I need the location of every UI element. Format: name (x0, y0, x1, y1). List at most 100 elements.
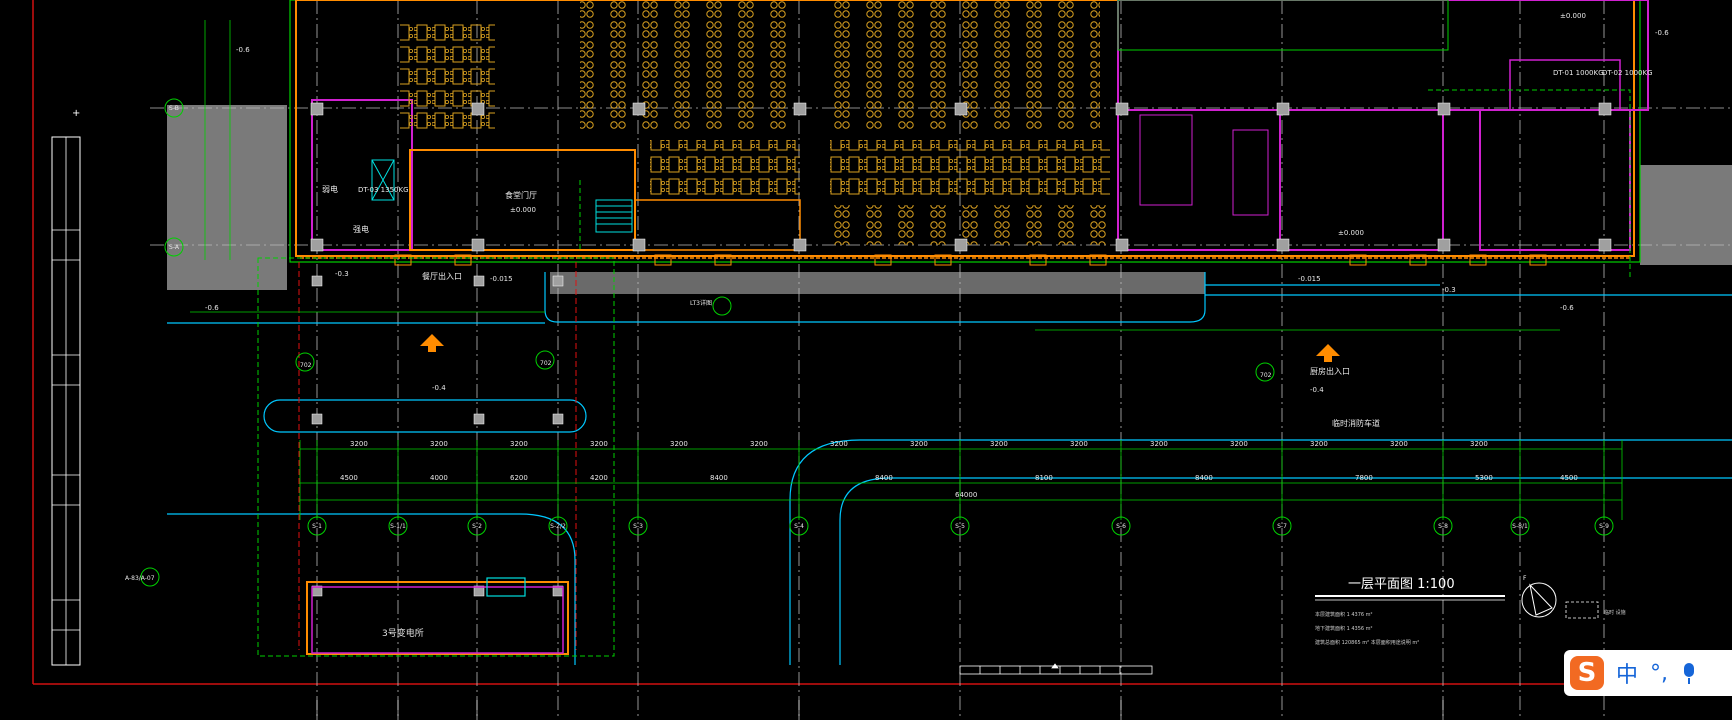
room-label-lobby-entrance: 餐厅出入口 (422, 271, 462, 281)
grid-bubbles (307, 516, 1614, 536)
grid-label: S-5 (955, 523, 965, 530)
grid-label: S-A (169, 244, 180, 251)
dim-text: 3200 (510, 440, 528, 448)
index-callouts: 702 702 702 A-83/A-07 (125, 296, 1275, 587)
grid-label: S-4 (794, 523, 804, 530)
terrain-hatch-right (1640, 165, 1732, 265)
dim-text: 3200 (1150, 440, 1168, 448)
grid-label: S-1/1 (390, 523, 406, 530)
facade-windows (394, 254, 1547, 266)
legend: 临时 设施 (1565, 601, 1626, 619)
dim-text: 3200 (1310, 440, 1328, 448)
sheet-border (32, 0, 1732, 685)
dim-text: 3200 (990, 440, 1008, 448)
index-mark: 702 (1260, 372, 1272, 379)
level-mark: -0.6 (1655, 29, 1669, 37)
area-note: 建筑总面积 120865 m² 本层面积用途说明 m² (1315, 639, 1419, 646)
level-mark: -0.015 (490, 275, 513, 283)
dim-text: 3200 (670, 440, 688, 448)
grid-label: S-1 (312, 523, 322, 530)
terrain-hatch-strip (550, 272, 1205, 294)
red-setback-line (298, 262, 577, 650)
level-mark: ±0.000 (510, 206, 536, 214)
plan-title: 一层平面图 1:100 (1348, 577, 1455, 592)
scale-bar (959, 663, 1153, 675)
site-paving (167, 272, 1732, 665)
total-dim-text: 64000 (955, 491, 977, 499)
dim-text: 7800 (1355, 474, 1373, 482)
room-label-weak-electric: 弱电 (322, 184, 338, 194)
dim-text: 5300 (1475, 474, 1493, 482)
room-label-strong-electric: 强电 (353, 224, 369, 234)
area-note: 本层建筑面积 1 4376 m² (1315, 611, 1373, 618)
index-mark: 702 (540, 360, 552, 367)
ime-toolbar[interactable]: S 中 °, (1564, 650, 1732, 696)
ime-language-toggle[interactable]: 中 (1616, 663, 1639, 688)
stair-detail-mark: LT3详图 (690, 299, 712, 307)
sogou-logo-icon[interactable]: S (1570, 656, 1604, 690)
north-label: F (1523, 575, 1527, 582)
north-arrow-icon: F (1521, 575, 1557, 618)
drawing-title-block: 一层平面图 1:100 本层建筑面积 1 4376 m² 地下建筑面积 1 43… (1315, 577, 1505, 646)
cursor-crosshair-icon: + (72, 108, 80, 119)
entrance-arrow-icon (420, 334, 444, 352)
room-label-kitchen-entrance: 厨房出入口 (1310, 366, 1350, 376)
entrance-arrows (420, 334, 1340, 362)
level-mark: -0.3 (1442, 286, 1456, 294)
grid-label: S-9 (1599, 523, 1609, 530)
dim-text: 3200 (1070, 440, 1088, 448)
dim-text: 8400 (1195, 474, 1213, 482)
stair (371, 159, 633, 233)
level-mark: -0.4 (1310, 386, 1324, 394)
dim-text: 4500 (1560, 474, 1578, 482)
room-label-elevator: DT-03 1350KG (358, 186, 409, 194)
level-mark: -0.6 (205, 304, 219, 312)
level-mark: -0.6 (1560, 304, 1574, 312)
room-label-hall: 食堂门厅 (505, 190, 537, 200)
level-marks: ±0.000 ±0.000 ±0.000 -0.015 -0.015 -0.6 … (205, 12, 1669, 394)
level-mark: ±0.000 (1338, 229, 1364, 237)
index-mark: 702 (300, 362, 312, 369)
property-line (257, 89, 1631, 657)
microphone-icon[interactable] (1682, 663, 1696, 684)
level-mark: ±0.000 (1560, 12, 1586, 20)
dim-text: 3200 (590, 440, 608, 448)
dim-text: 4200 (590, 474, 608, 482)
dim-text: 3200 (750, 440, 768, 448)
entrance-arrow-icon (1316, 344, 1340, 362)
dim-text: 3200 (350, 440, 368, 448)
lower-grid-ticks (316, 700, 1444, 720)
dining-furniture (400, 0, 1110, 245)
level-mark: -0.6 (236, 46, 250, 54)
dim-text: 8100 (1035, 474, 1053, 482)
dim-text: 8400 (875, 474, 893, 482)
grid-bubble-labels: S-1 S-1/1 S-2 S-2/2 S-3 S-4 S-5 S-6 S-7 … (312, 523, 1609, 530)
dimension-lines (190, 20, 1623, 520)
dim-text: 3200 (1230, 440, 1248, 448)
area-note: 地下建筑面积 1 4356 m² (1315, 625, 1373, 632)
grid-label: S-3 (633, 523, 643, 530)
dim-text: 3200 (430, 440, 448, 448)
grid-label: S-7 (1277, 523, 1287, 530)
level-mark: -0.4 (432, 384, 446, 392)
terrain-hatch-left (167, 105, 287, 290)
grid-label: S-8/1 (1512, 523, 1528, 530)
ime-punctuation-toggle[interactable]: °, (1650, 660, 1669, 686)
substation-building: 3号变电所 (306, 577, 569, 655)
dim-text: 4000 (430, 474, 448, 482)
grid-label: S-2 (472, 523, 482, 530)
dim-text: 3200 (910, 440, 928, 448)
substation-label: 3号变电所 (382, 627, 424, 639)
index-mark: A-83/A-07 (125, 575, 155, 582)
dimension-texts: 3200 3200 3200 3200 3200 3200 3200 3200 … (340, 440, 1578, 499)
dim-text: 6200 (510, 474, 528, 482)
grid-label: S-6 (1116, 523, 1126, 530)
room-label-elevator: DT-01 1000KG (1553, 69, 1604, 77)
left-grid-bubbles: S-B S-A (164, 98, 184, 257)
dim-text: 4500 (340, 474, 358, 482)
legend-text: 临时 设施 (1604, 609, 1626, 616)
grid-label: S-B (169, 105, 179, 112)
grid-label: S-8 (1438, 523, 1448, 530)
level-mark: -0.015 (1298, 275, 1321, 283)
